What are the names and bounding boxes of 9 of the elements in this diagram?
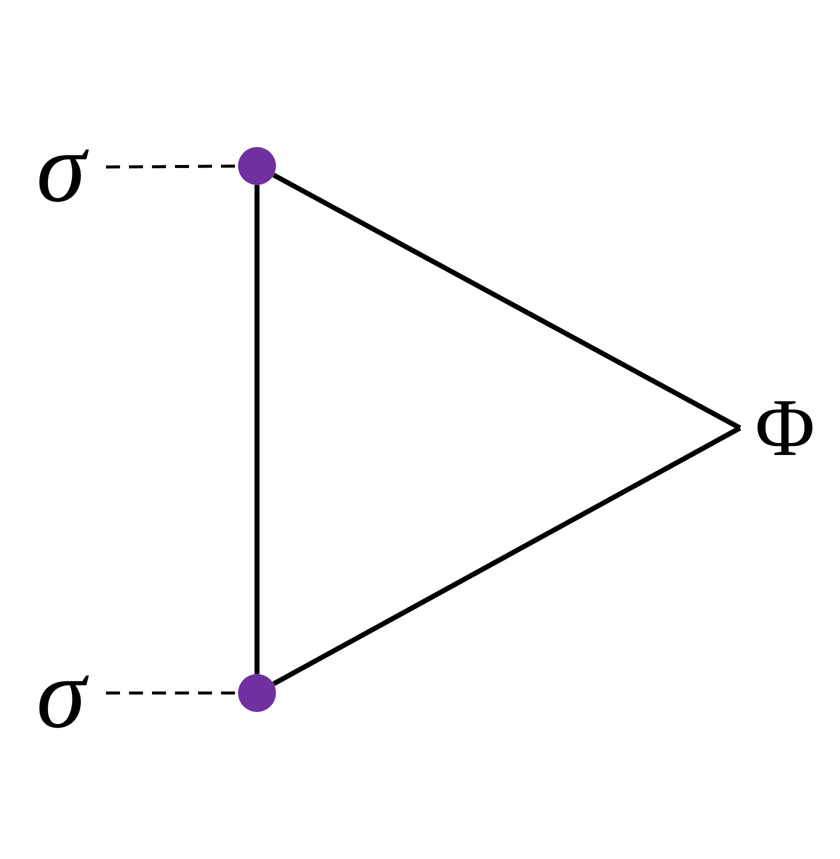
vertex-dot <box>238 147 276 185</box>
particle-label: Φ <box>740 388 830 468</box>
propagator-line <box>272 172 742 430</box>
particle-label: σ <box>18 120 104 215</box>
dashed-line <box>106 692 238 694</box>
vertex-dot <box>238 674 276 712</box>
propagator-line <box>272 426 742 686</box>
propagator-line <box>254 185 260 674</box>
particle-label: σ <box>18 646 104 741</box>
